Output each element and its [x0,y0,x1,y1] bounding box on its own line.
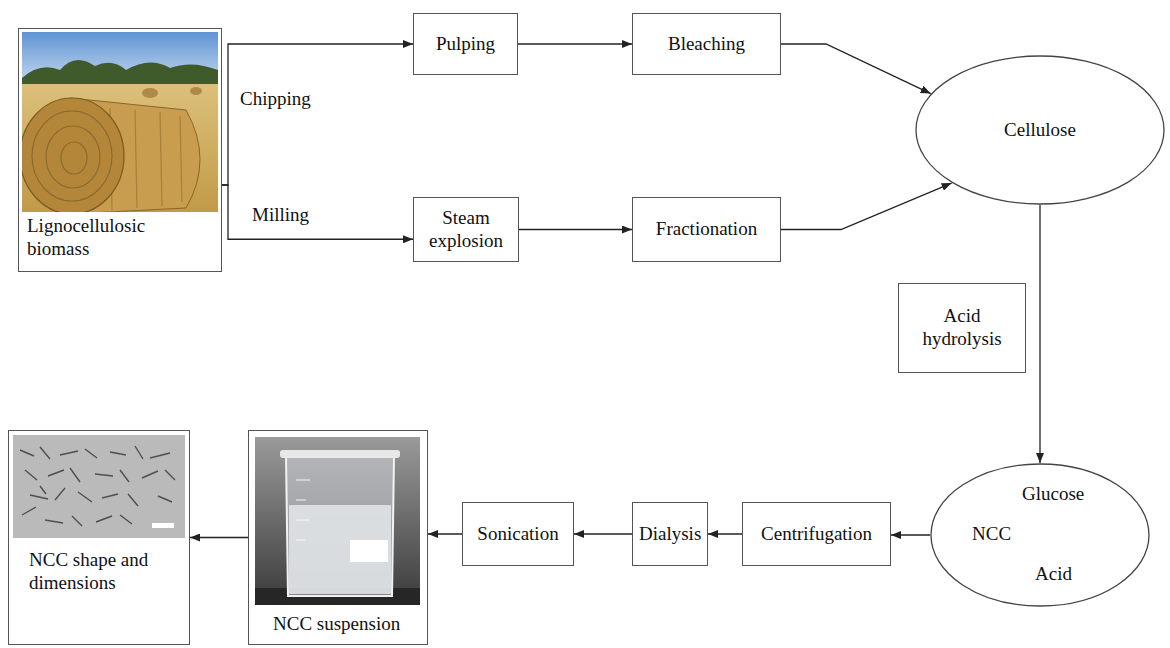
flow-arrow [190,537,248,538]
step-label-box: Acid hydrolysis [898,283,1026,373]
bale-spiral [61,142,87,174]
ellipse-shape [931,464,1149,606]
node-text: Sonication [477,523,558,546]
process-box: Bleaching [632,13,781,75]
flow-arrow [708,533,742,534]
photo-box: NCC shape and dimensions [8,430,190,645]
flow-arrow [518,43,632,44]
process-box: Sonication [462,502,574,566]
node-text: Bleaching [668,33,745,56]
beaker-glass [286,456,394,596]
node-text: Acid hydrolysis [912,305,1012,351]
flow-arrow [222,185,413,239]
node-text: NCC shape and dimensions [29,549,179,595]
edge-label: Chipping [238,88,313,111]
node-text: Steam explosion [420,207,512,253]
flow-arrow [222,44,413,185]
graduation-marks [296,480,310,540]
flow-arrow [519,229,632,230]
node-text: Dialysis [639,523,701,546]
node-text: Centrifugation [761,523,872,546]
flow-arrow [781,44,931,94]
process-box: Dialysis [632,502,708,566]
bale-spiral [46,126,100,188]
flow-arrow [574,533,632,534]
tem-micrograph [13,435,185,538]
far-bale [190,87,202,95]
photo-box: NCC suspension [248,430,428,645]
beaker-photo [255,437,420,605]
nanocrystals [20,446,175,526]
bale-spiral [32,111,112,201]
flow-arrow [1039,205,1040,463]
edge-label: Milling [250,204,311,227]
flow-arrow [891,534,930,535]
photo-background [255,437,420,605]
flow-arrow [781,183,952,229]
node-text: NCC suspension [273,613,400,636]
mixture-ellipse: GlucoseNCC Acid [930,463,1150,607]
node-text: Fractionation [656,218,757,241]
process-box: Fractionation [632,197,781,262]
suspension-liquid [289,505,391,594]
ellipse-shape [916,56,1164,204]
node-text: Lignocellulosic biomass [27,215,177,261]
product-ellipse: Cellulose [915,55,1165,205]
process-box: Centrifugation [742,502,891,566]
node-text: Acid [1035,563,1072,586]
far-bale [142,88,158,98]
process-box: Steam explosion [413,197,519,262]
node-text: Pulping [436,33,495,56]
biomass-photo [22,32,218,212]
biomass-photo-box: Lignocellulosic biomass [18,28,222,272]
node-text: NCC [972,523,1011,546]
process-box: Pulping [413,13,518,75]
micrograph-ground [13,435,185,538]
bale-face [22,98,124,212]
tree-line [22,60,218,88]
node-text: Cellulose [1004,119,1076,142]
flow-arrow [428,533,462,534]
node-text: Glucose [1022,483,1084,506]
scale-bar [152,523,174,528]
beaker-label-patch [350,540,388,562]
beaker-rim [280,450,400,458]
